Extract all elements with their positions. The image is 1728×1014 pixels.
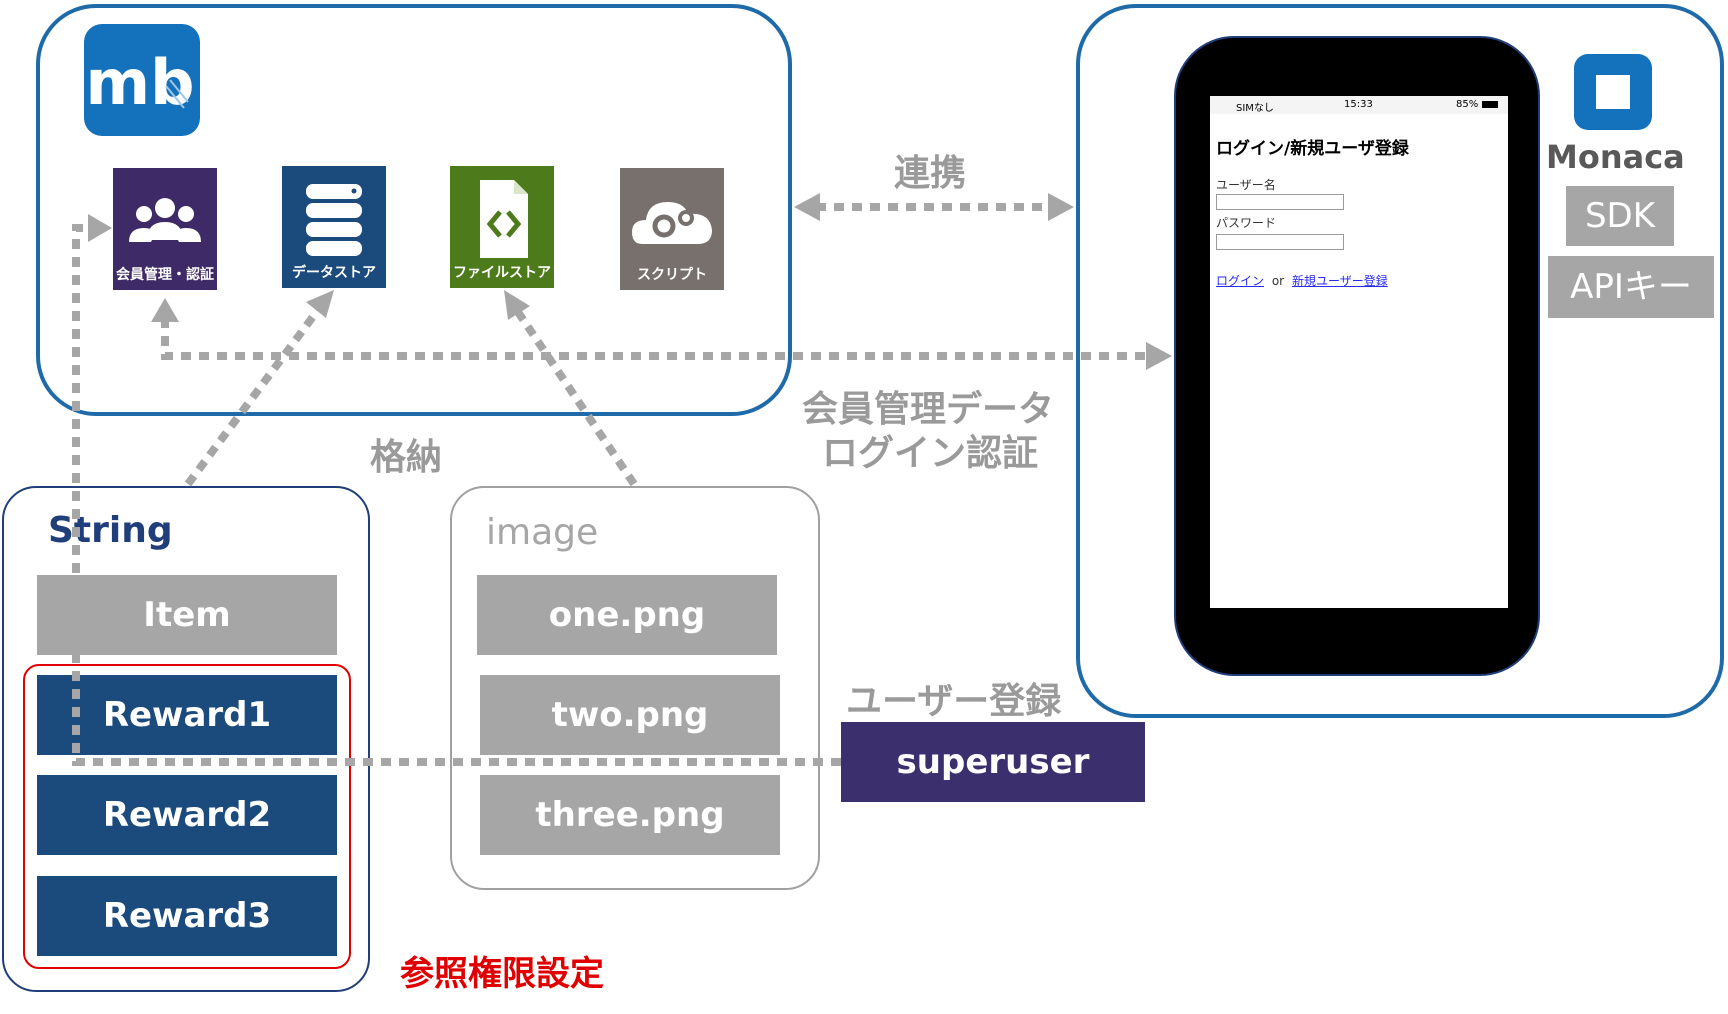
users-icon xyxy=(129,198,201,242)
arrow-head xyxy=(306,290,334,318)
string-group xyxy=(2,486,370,992)
reward-item: Reward2 xyxy=(37,775,337,855)
register-link[interactable]: 新規ユーザー登録 xyxy=(1291,274,1388,288)
filestore-service: ファイルストア xyxy=(450,166,554,288)
permission-label: 参照権限設定 xyxy=(400,954,604,994)
arrow-head xyxy=(151,298,179,322)
login-title: ログイン/新規ユーザ登録 xyxy=(1216,139,1409,159)
user-registration-label: ユーザー登録 xyxy=(846,681,1062,722)
database-icon xyxy=(306,184,362,256)
arrow-head xyxy=(504,290,530,320)
reward-item: Reward1 xyxy=(37,675,337,755)
monaca-square-icon xyxy=(1596,75,1630,109)
or-text: or xyxy=(1271,274,1285,288)
member-arrow-line xyxy=(161,318,1148,360)
reward-item: Reward3 xyxy=(37,876,337,956)
superuser-box: superuser xyxy=(841,722,1145,802)
battery-icon xyxy=(1482,101,1498,108)
username-label: ユーザー名 xyxy=(1216,178,1276,192)
datastore-arrow-line xyxy=(184,307,322,487)
apikey-badge: APIキー xyxy=(1548,256,1714,318)
arrow-head xyxy=(794,193,820,221)
datastore-service: データストア xyxy=(282,166,386,288)
service-label: スクリプト xyxy=(637,267,707,283)
permission-box xyxy=(23,664,351,969)
password-label: パスワード xyxy=(1216,216,1277,230)
sdk-badge: SDK xyxy=(1566,186,1674,246)
link-label: 連携 xyxy=(894,153,967,194)
cloud-gears-icon xyxy=(632,202,712,244)
store-label: 格納 xyxy=(370,437,443,478)
monaca-logo xyxy=(1574,54,1652,130)
image-group-title: image xyxy=(486,512,599,553)
filestore-arrow-line xyxy=(514,309,638,487)
script-service: スクリプト xyxy=(620,168,724,290)
password-input[interactable] xyxy=(1216,234,1344,250)
member-data-label: 会員管理データ xyxy=(802,389,1055,430)
service-label: ファイルストア xyxy=(453,265,551,281)
status-battery: 85% xyxy=(1456,99,1479,110)
login-link[interactable]: ログイン xyxy=(1216,274,1265,288)
image-file-item: two.png xyxy=(480,675,780,755)
username-input[interactable] xyxy=(1216,194,1344,210)
monaca-name: Monaca xyxy=(1546,138,1685,176)
arrow-head xyxy=(1048,193,1074,221)
login-auth-label: ログイン認証 xyxy=(822,433,1039,474)
string-group-title: String xyxy=(48,510,173,551)
image-group xyxy=(450,486,820,890)
status-carrier: SIMなし xyxy=(1236,103,1274,114)
login-links: ログイン or 新規ユーザー登録 xyxy=(1216,272,1388,289)
image-file-item: one.png xyxy=(477,575,777,655)
string-item: Item xyxy=(37,575,337,655)
code-file-icon xyxy=(480,180,528,258)
svg-text:mb: mb xyxy=(86,46,195,119)
image-file-item: three.png xyxy=(480,775,780,855)
arrow-head xyxy=(88,214,112,242)
service-label: データストア xyxy=(292,265,376,281)
arrow-head xyxy=(1146,342,1172,370)
status-bar: SIMなし 15:33 85% xyxy=(1210,96,1508,114)
phone-screen: SIMなし 15:33 85% ログイン/新規ユーザ登録 ユーザー名 パスワード… xyxy=(1210,96,1508,608)
mbaas-logo: mb xyxy=(84,24,200,136)
status-time: 15:33 xyxy=(1344,99,1373,110)
superuser-arrow-line xyxy=(72,224,841,766)
service-label: 会員管理・認証 xyxy=(116,267,214,283)
member-auth-service: 会員管理・認証 xyxy=(113,168,217,290)
